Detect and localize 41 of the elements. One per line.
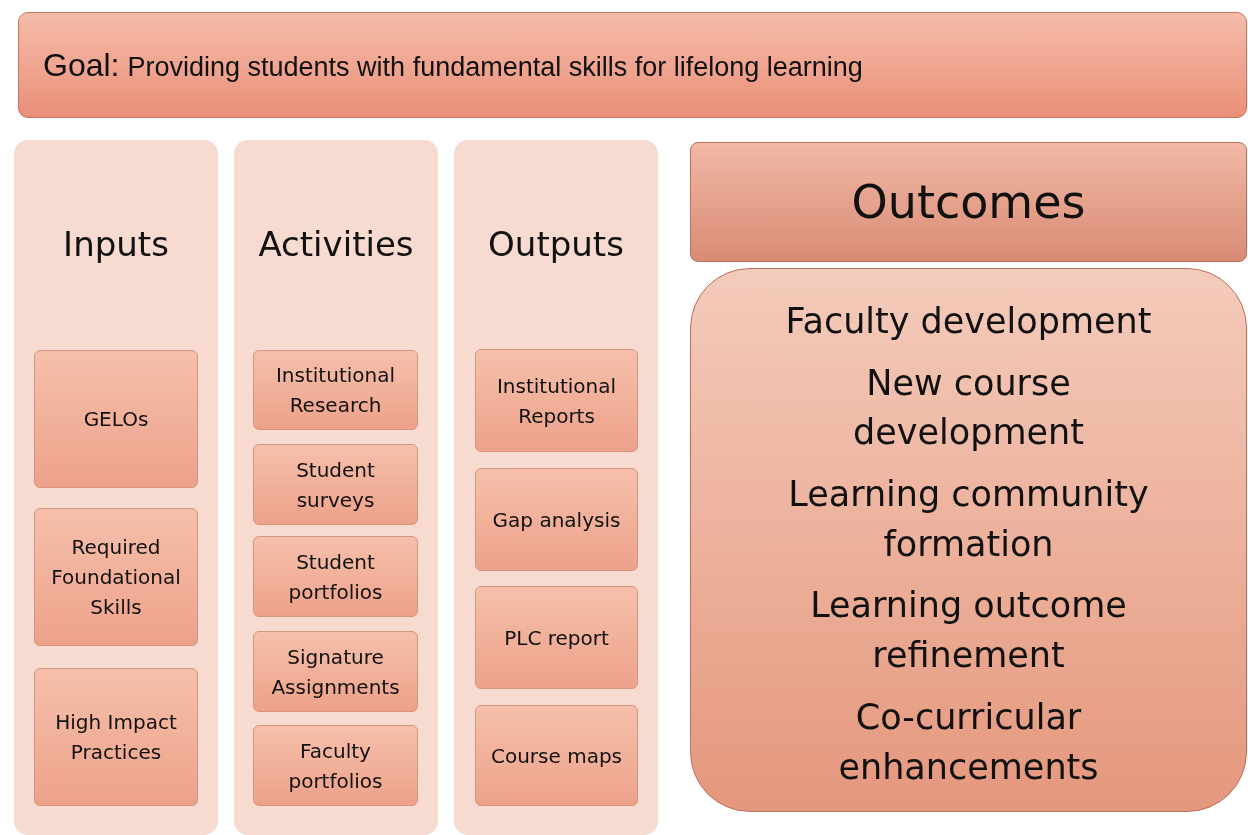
goal-banner — [18, 12, 1247, 118]
outcome-item: New course development — [852, 361, 1085, 455]
box-label: Required Foundational Skills — [50, 534, 182, 621]
box-label: Signature Assignments — [270, 643, 401, 701]
outcomes-panel — [690, 268, 1247, 812]
output-box — [475, 349, 638, 452]
input-box — [34, 668, 198, 806]
column-title: Activities — [258, 224, 414, 264]
goal-label: Goal: — [43, 47, 120, 84]
input-box — [34, 508, 198, 646]
outcome-item: Co-curricular enhancements — [837, 695, 1100, 789]
column-panel — [234, 140, 438, 835]
box-label: PLC report — [504, 624, 609, 652]
box-label: Student portfolios — [287, 548, 384, 606]
input-box — [34, 350, 198, 488]
activity-box — [253, 536, 418, 617]
column-panel — [14, 140, 218, 835]
box-label: High Impact Practices — [54, 709, 178, 766]
box-label: Institutional Reports — [495, 372, 617, 430]
activity-box — [253, 631, 418, 712]
output-box — [475, 468, 638, 571]
box-label: Faculty portfolios — [287, 737, 384, 795]
activity-box — [253, 444, 418, 525]
box-label: Gap analysis — [492, 506, 621, 534]
outcome-item: Faculty development — [785, 300, 1152, 343]
outcome-item: Learning community formation — [787, 473, 1150, 566]
goal-text: Providing students with fundamental skills for lifelong learning — [127, 52, 863, 83]
outcome-item: Learning outcome refinement — [809, 584, 1128, 678]
activity-box — [253, 350, 418, 430]
box-label: Student surveys — [295, 456, 376, 514]
output-box — [475, 705, 638, 806]
output-box — [475, 586, 638, 689]
activity-box — [253, 725, 418, 806]
box-label: Course maps — [490, 742, 622, 770]
column-title: Inputs — [63, 224, 169, 264]
box-label: GELOs — [83, 406, 149, 433]
outcomes-header — [690, 142, 1247, 262]
header-title: Outcomes — [851, 175, 1086, 229]
box-label: Institutional Research — [274, 362, 396, 419]
column-title: Outputs — [488, 224, 624, 264]
column-panel — [454, 140, 658, 835]
